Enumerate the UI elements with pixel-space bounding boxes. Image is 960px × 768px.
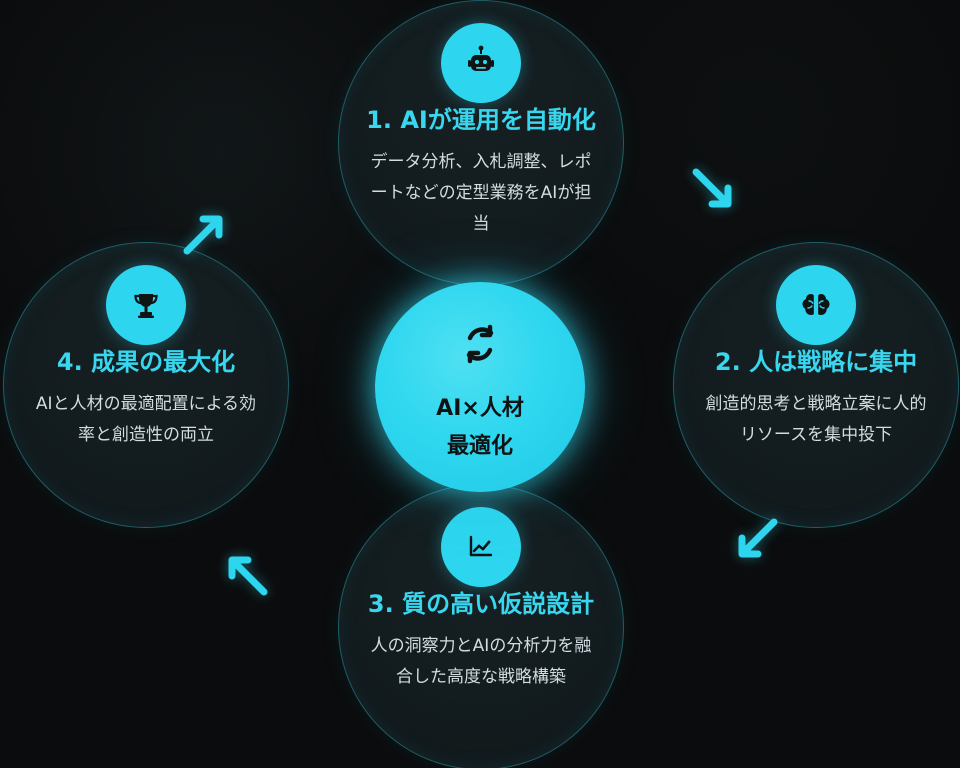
center-hub: AI×人材 最適化: [375, 282, 585, 492]
step-4-description: AIと人材の最適配置による効率と創造性の両立: [35, 394, 257, 445]
step-2-description: 創造的思考と戦略立案に人的リソースを集中投下: [705, 394, 927, 445]
arrow-up-right-icon: [175, 207, 235, 267]
center-line-1: AI×人材: [436, 396, 524, 421]
arrow-up-left-icon: [220, 548, 280, 608]
arrow-down-right-icon: [684, 160, 744, 220]
robot-icon: [441, 23, 521, 103]
brain-icon: [776, 265, 856, 345]
step-1-circle: 1. AIが運用を自動化 データ分析、入札調整、レポートなどの定型業務をAIが担…: [338, 0, 624, 286]
step-1-title: 1. AIが運用を自動化: [366, 106, 596, 134]
step-3-description: 人の洞察力とAIの分析力を融合した高度な戦略構築: [370, 636, 592, 687]
step-2-title: 2. 人は戦略に集中: [714, 348, 918, 376]
center-label: AI×人材 最適化: [400, 390, 560, 466]
chart-line-icon: [441, 507, 521, 587]
step-3-title: 3. 質の高い仮説設計: [367, 590, 595, 618]
step-1-description: データ分析、入札調整、レポートなどの定型業務をAIが担当: [370, 152, 592, 234]
step-2-circle: 2. 人は戦略に集中 創造的思考と戦略立案に人的リソースを集中投下: [673, 242, 959, 528]
step-4-title: 4. 成果の最大化: [56, 348, 236, 376]
arrow-down-left-icon: [730, 510, 790, 570]
step-4-circle: 4. 成果の最大化 AIと人材の最適配置による効率と創造性の両立: [3, 242, 289, 528]
step-3-circle: 3. 質の高い仮説設計 人の洞察力とAIの分析力を融合した高度な戦略構築: [338, 484, 624, 768]
refresh-icon: [466, 324, 494, 364]
center-line-2: 最適化: [446, 434, 513, 459]
trophy-icon: [106, 265, 186, 345]
